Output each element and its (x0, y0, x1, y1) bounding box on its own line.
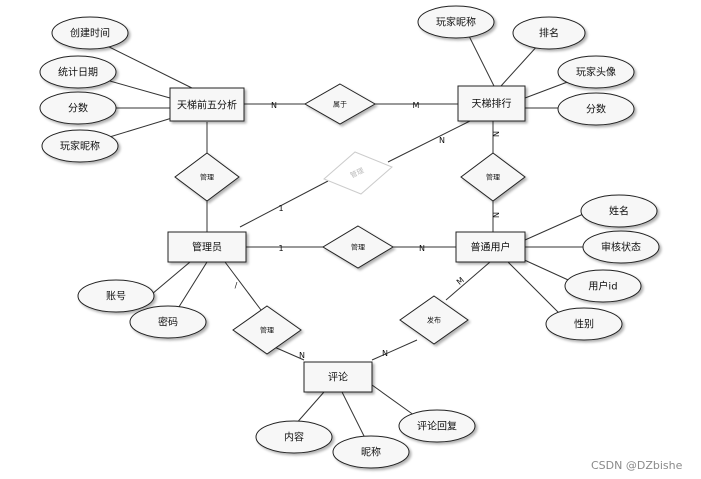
card-manage-user-end: N (419, 244, 425, 253)
card-faded-rank: N (439, 136, 445, 145)
cardinality-labels: N M N N 1 N 1 N / N N M (235, 101, 500, 360)
attr-audit-status: 审核状态 (582, 230, 660, 264)
svg-text:统计日期: 统计日期 (58, 66, 98, 79)
svg-text:评论: 评论 (328, 371, 348, 384)
svg-text:审核状态: 审核状态 (601, 241, 641, 254)
attr-score-top5: 分数 (39, 91, 117, 125)
svg-text:评论回复: 评论回复 (417, 420, 457, 433)
relationship-publish: 发布 (399, 295, 469, 345)
svg-text:昵称: 昵称 (361, 446, 381, 459)
connector-lines (77, 21, 596, 441)
attr-comment-reply: 评论回复 (398, 409, 476, 443)
svg-text:分数: 分数 (586, 103, 606, 116)
relationship-manage-top5: 管理 (174, 152, 240, 202)
relationship-belongs-to: 属于 (303, 83, 377, 125)
svg-text:管理: 管理 (200, 173, 214, 182)
svg-text:管理: 管理 (260, 326, 274, 335)
card-top5-belongs: N (271, 101, 277, 110)
svg-text:管理: 管理 (351, 243, 365, 252)
svg-text:分数: 分数 (68, 102, 88, 115)
card-belongs-rank: M (413, 101, 420, 110)
svg-text:创建时间: 创建时间 (70, 27, 110, 40)
relationship-manage-rank: 管理 (460, 152, 526, 202)
attr-user-id: 用户id (564, 269, 642, 303)
attr-rank: 排名 (512, 16, 586, 50)
attr-create-time: 创建时间 (51, 16, 129, 50)
watermark: CSDN @DZbishe (591, 459, 683, 472)
card-admin-manage-user: 1 (278, 244, 283, 253)
svg-text:玩家昵称: 玩家昵称 (60, 140, 100, 153)
svg-text:普通用户: 普通用户 (471, 241, 511, 254)
entity-ladder-top5: 天梯前五分析 (169, 87, 245, 122)
card-admin-manage-comment: / (235, 281, 238, 290)
svg-text:属于: 属于 (333, 101, 347, 109)
svg-text:玩家头像: 玩家头像 (576, 66, 616, 79)
attr-score-rank: 分数 (557, 92, 635, 126)
svg-text:排名: 排名 (539, 27, 559, 40)
attr-content: 内容 (255, 420, 333, 454)
entity-comment: 评论 (303, 361, 373, 393)
card-rank-manage: N (491, 131, 500, 137)
svg-text:管理: 管理 (486, 173, 500, 182)
entity-admin: 管理员 (167, 231, 247, 263)
svg-text:玩家昵称: 玩家昵称 (436, 16, 476, 29)
attr-account: 账号 (77, 279, 155, 313)
svg-text:用户id: 用户id (588, 280, 617, 293)
attr-nickname: 昵称 (332, 435, 410, 469)
svg-text:性别: 性别 (574, 318, 594, 331)
attr-player-nick-rank: 玩家昵称 (417, 5, 495, 39)
card-manage-user-rank: N (491, 212, 500, 218)
svg-text:管理员: 管理员 (192, 241, 222, 254)
attr-player-avatar: 玩家头像 (557, 55, 635, 89)
attr-name: 姓名 (580, 194, 658, 228)
svg-text:密码: 密码 (158, 316, 178, 329)
card-publish-comment: N (382, 349, 388, 358)
card-manage-comment-end: N (299, 351, 305, 360)
svg-text:天梯排行: 天梯排行 (472, 97, 512, 110)
entity-ladder-rank: 天梯排行 (457, 85, 526, 122)
card-admin-faded: 1 (278, 204, 283, 213)
svg-text:发布: 发布 (427, 316, 441, 325)
svg-text:姓名: 姓名 (609, 205, 629, 218)
attr-gender: 性别 (545, 307, 623, 341)
attr-password: 密码 (129, 305, 207, 339)
relationship-manage-comment: 管理 (232, 305, 302, 355)
entity-user: 普通用户 (455, 231, 526, 263)
svg-text:账号: 账号 (106, 291, 126, 303)
attr-player-nick-top5: 玩家昵称 (41, 129, 119, 163)
svg-text:内容: 内容 (284, 431, 304, 444)
attr-stat-date: 统计日期 (39, 55, 117, 89)
card-user-publish: M (455, 275, 466, 286)
relationship-manage-user: 管理 (322, 225, 394, 269)
svg-text:天梯前五分析: 天梯前五分析 (177, 99, 237, 112)
relationship-manage-ladder-faded: 管理 (323, 151, 393, 195)
